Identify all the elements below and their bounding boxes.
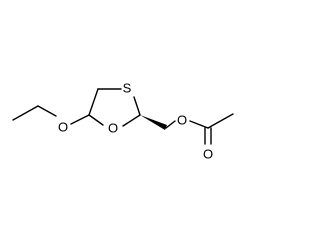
bond-ch2-ester-oxygen (165, 120, 176, 129)
bond-carbonyl-carbon-methyl (207, 113, 234, 129)
sulfur-label: S (123, 81, 132, 96)
carbonyl-oxygen-label: O (203, 147, 213, 162)
ring-oxygen-label: O (108, 121, 118, 136)
bond-ether-oxygen-ring-carbon (70, 114, 90, 125)
bond-ester-oxygen-carbonyl-carbon (189, 120, 209, 129)
ester-oxygen-label: O (177, 113, 187, 128)
bond-ring-c5-oxygen (88, 114, 104, 126)
bond-ring-sulfur-c2 (133, 96, 141, 116)
molecule-structure: O S O O O (12, 80, 234, 162)
stereo-wedge-bond (140, 115, 167, 130)
bond-ring-oxygen-c2 (122, 114, 141, 127)
bond-methyl-methylene (12, 105, 39, 121)
ether-oxygen-label: O (58, 120, 68, 135)
bond-methylene-ether-oxygen (37, 105, 57, 117)
bond-ring-c5-c4 (88, 88, 99, 116)
